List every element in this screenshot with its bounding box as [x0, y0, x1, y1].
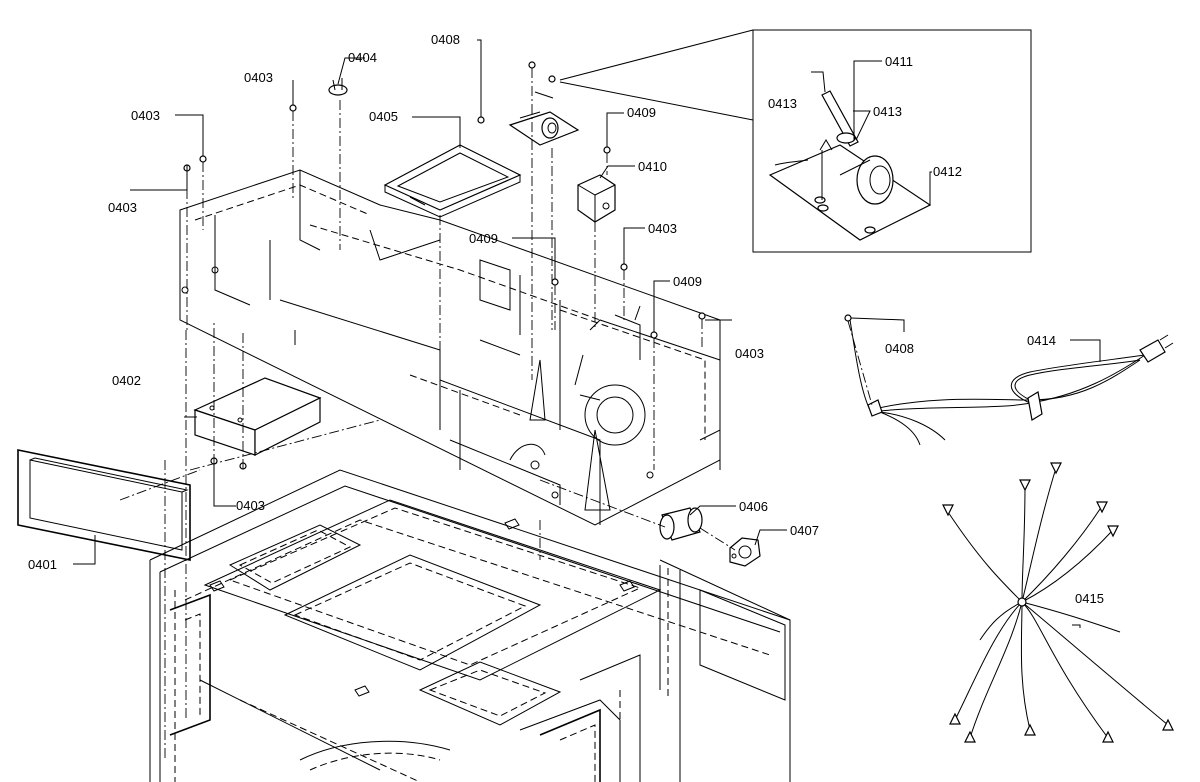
wire-harness-part [942, 462, 1174, 743]
label-0409: 0409 [673, 274, 702, 289]
label-0403: 0403 [648, 221, 677, 236]
label-0406: 0406 [739, 499, 768, 514]
cabinet-body [149, 469, 791, 782]
filter-tray-part [383, 144, 522, 218]
label-0402: 0402 [112, 373, 141, 388]
label-0407: 0407 [790, 523, 819, 538]
label-0403: 0403 [244, 70, 273, 85]
part-labels: 0401 0402 0403 0403 0403 0403 0403 0403 … [28, 32, 1104, 606]
leader-lines [73, 39, 1101, 628]
projection-lines [119, 68, 873, 760]
electrical-box-part [193, 377, 322, 456]
label-0414: 0414 [1027, 333, 1056, 348]
label-0405: 0405 [369, 109, 398, 124]
fuse-holder-part [659, 507, 703, 541]
label-0412: 0412 [933, 164, 962, 179]
fan-motor-assembly [508, 91, 580, 146]
label-0415: 0415 [1075, 591, 1104, 606]
label-0413: 0413 [873, 104, 902, 119]
thermal-protector-part [729, 537, 761, 567]
power-cord-part [849, 319, 1174, 446]
capacitor-part [577, 174, 616, 223]
label-0403: 0403 [108, 200, 137, 215]
label-0409: 0409 [469, 231, 498, 246]
label-0409: 0409 [627, 105, 656, 120]
label-0408: 0408 [431, 32, 460, 47]
label-0403: 0403 [735, 346, 764, 361]
label-0403: 0403 [131, 108, 160, 123]
control-panel-part [17, 449, 191, 561]
detail-inset [559, 29, 1032, 253]
label-0404: 0404 [348, 50, 377, 65]
label-0401: 0401 [28, 557, 57, 572]
thermostat-part [328, 78, 348, 96]
label-0410: 0410 [638, 159, 667, 174]
label-0411: 0411 [885, 54, 913, 69]
label-0408: 0408 [885, 341, 914, 356]
label-0403: 0403 [236, 498, 265, 513]
top-chassis-bracket [179, 169, 721, 526]
label-0413: 0413 [768, 96, 797, 111]
